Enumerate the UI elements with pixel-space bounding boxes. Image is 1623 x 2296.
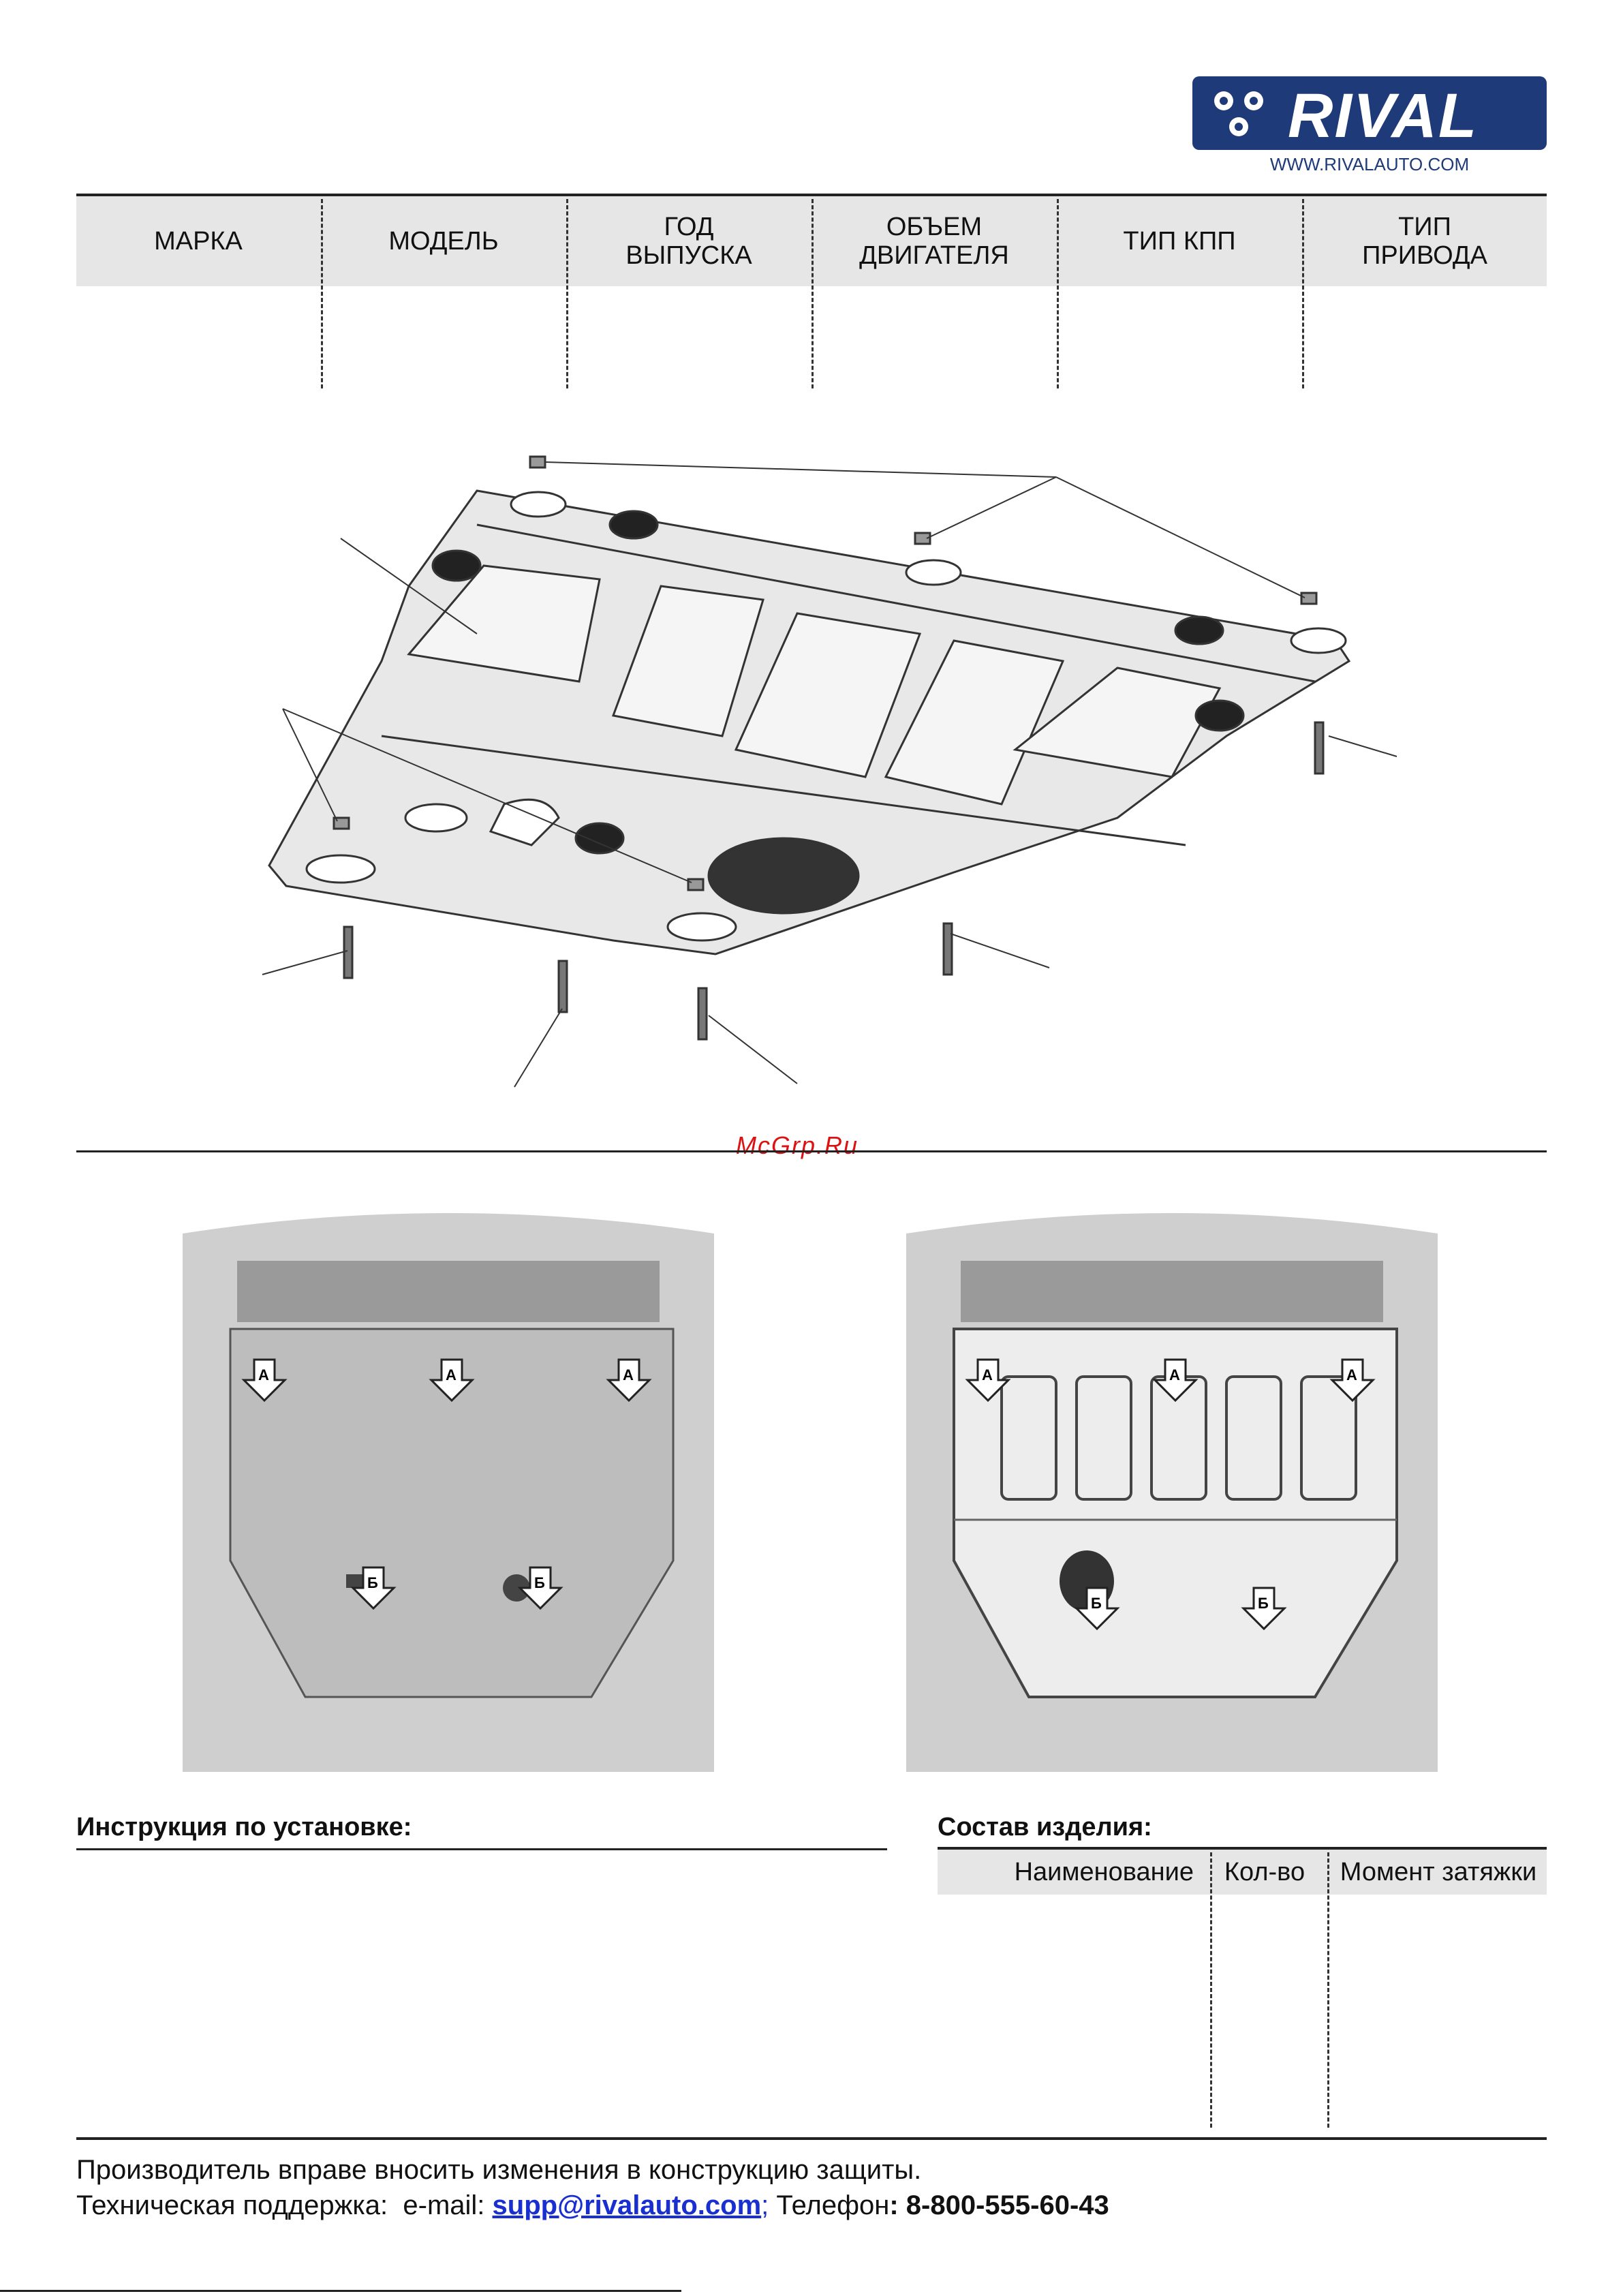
label-a: А	[1169, 1366, 1180, 1383]
column-divider	[812, 199, 814, 388]
column-divider	[1302, 199, 1304, 388]
plate-hole	[489, 798, 560, 846]
column-header-torque: Момент затяжки	[1340, 1857, 1537, 1886]
composition-title: Состав изделия:	[938, 1813, 1152, 1841]
support-email-link[interactable]: supp@rivalauto.com	[492, 2190, 762, 2220]
support-prefix: Техническая поддержка: e-mail:	[76, 2190, 493, 2220]
website-url[interactable]: WWW.RIVALAUTO.COM	[1269, 154, 1470, 174]
phone-number: : 8-800-555-60-43	[889, 2190, 1109, 2220]
email-suffix: ;	[761, 2190, 769, 2220]
rival-emblem-icon	[1214, 91, 1263, 136]
label-a: А	[1346, 1366, 1357, 1383]
rival-logo: RIVAL	[1192, 76, 1547, 151]
instructions-title: Инструкция по установке:	[76, 1813, 412, 1841]
column-divider	[1057, 199, 1059, 388]
phone-prefix: Телефон	[769, 2190, 890, 2220]
column-divider	[566, 199, 568, 388]
plate-cutout	[407, 564, 601, 683]
label-b: Б	[534, 1574, 545, 1591]
logo-wordmark: RIVAL	[1288, 81, 1479, 151]
column-divider	[1210, 1852, 1212, 2128]
plate-cutout	[734, 612, 922, 778]
column-header-name: Наименование	[1014, 1857, 1194, 1886]
label-a: А	[982, 1366, 993, 1383]
column-header-transmission: ТИП КПП	[1123, 227, 1236, 256]
column-header-quantity: Кол-во	[1224, 1857, 1305, 1886]
label-a: А	[623, 1366, 634, 1383]
label-b: Б	[367, 1574, 378, 1591]
column-divider	[1327, 1852, 1329, 2128]
skid-plate-exploded-diagram	[262, 455, 1397, 1088]
install-photo-before: А А А Б Б	[183, 1206, 714, 1772]
label-b: Б	[1091, 1595, 1102, 1612]
page-bottom-rule	[0, 2290, 681, 2292]
footer-divider	[76, 2137, 1547, 2140]
instructions-divider	[76, 1848, 887, 1850]
label-a: А	[258, 1366, 269, 1383]
plate-cutout	[611, 585, 764, 737]
watermark: McGrp.Ru	[736, 1131, 859, 1159]
section-divider	[76, 1150, 1547, 1152]
column-divider	[321, 199, 323, 388]
table-header-row	[938, 1850, 1547, 1895]
plate-cutout	[884, 639, 1065, 806]
support-line: Техническая поддержка: e-mail: supp@riva…	[76, 2190, 1109, 2221]
composition-table: Наименование Кол-во Момент затяжки	[938, 1847, 1547, 2130]
column-header-make: МАРКА	[154, 227, 243, 256]
column-header-model: МОДЕЛЬ	[388, 227, 499, 256]
plate-cutout	[1013, 667, 1222, 778]
label-b: Б	[1258, 1595, 1269, 1612]
install-photo-after: А А А Б Б	[906, 1206, 1438, 1772]
drain-cover	[707, 837, 860, 915]
label-a: А	[446, 1366, 457, 1383]
disclaimer-text: Производитель вправе вносить изменения в…	[76, 2155, 922, 2185]
plate-hole	[404, 803, 468, 833]
